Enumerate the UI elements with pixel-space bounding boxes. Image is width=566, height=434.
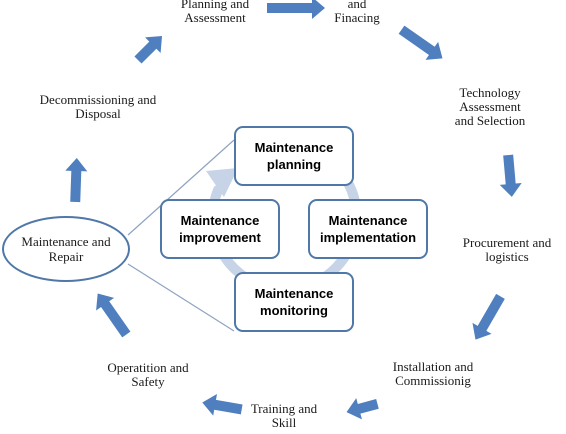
arrow-training-to-operation [202,393,243,416]
stage-training-skill: Training and Skill [250,401,318,430]
stage-installation-commissioning: Installation and Commissionig [392,359,474,388]
arrow-hub-to-decommissioning [65,158,88,203]
box-maintenance-improvement: Maintenance improvement [160,199,280,259]
box-maintenance-implementation: Maintenance implementation [308,199,428,259]
stage-financing: and Finacing [334,0,380,25]
connector-line-bottom [127,263,235,332]
arrow-procurement-to-installation [472,293,505,340]
connector-line-top [127,139,235,236]
arrow-operation-to-hub [96,293,131,338]
arrow-installation-to-training [346,398,379,420]
stage-operation-safety: Operatition and Safety [107,360,189,389]
arrow-technology-to-procurement [499,154,522,197]
stage-technology-selection: Technology Assessment and Selection [454,85,526,128]
box-maintenance-monitoring: Maintenance monitoring [234,272,354,332]
stage-procurement-logistics: Procurement and logistics [462,235,552,264]
stage-planning-assessment: Planning and Assessment [180,0,250,25]
stage-decommissioning-disposal: Decommissioning and Disposal [39,92,157,121]
box-maintenance-planning: Maintenance planning [234,126,354,186]
arrow-financing-to-technology [398,25,443,60]
arrow-decommissioning-to-planning [134,35,163,64]
arrow-planning-to-financing [267,0,325,19]
maintenance-repair-hub: Maintenance and Repair [2,216,130,282]
